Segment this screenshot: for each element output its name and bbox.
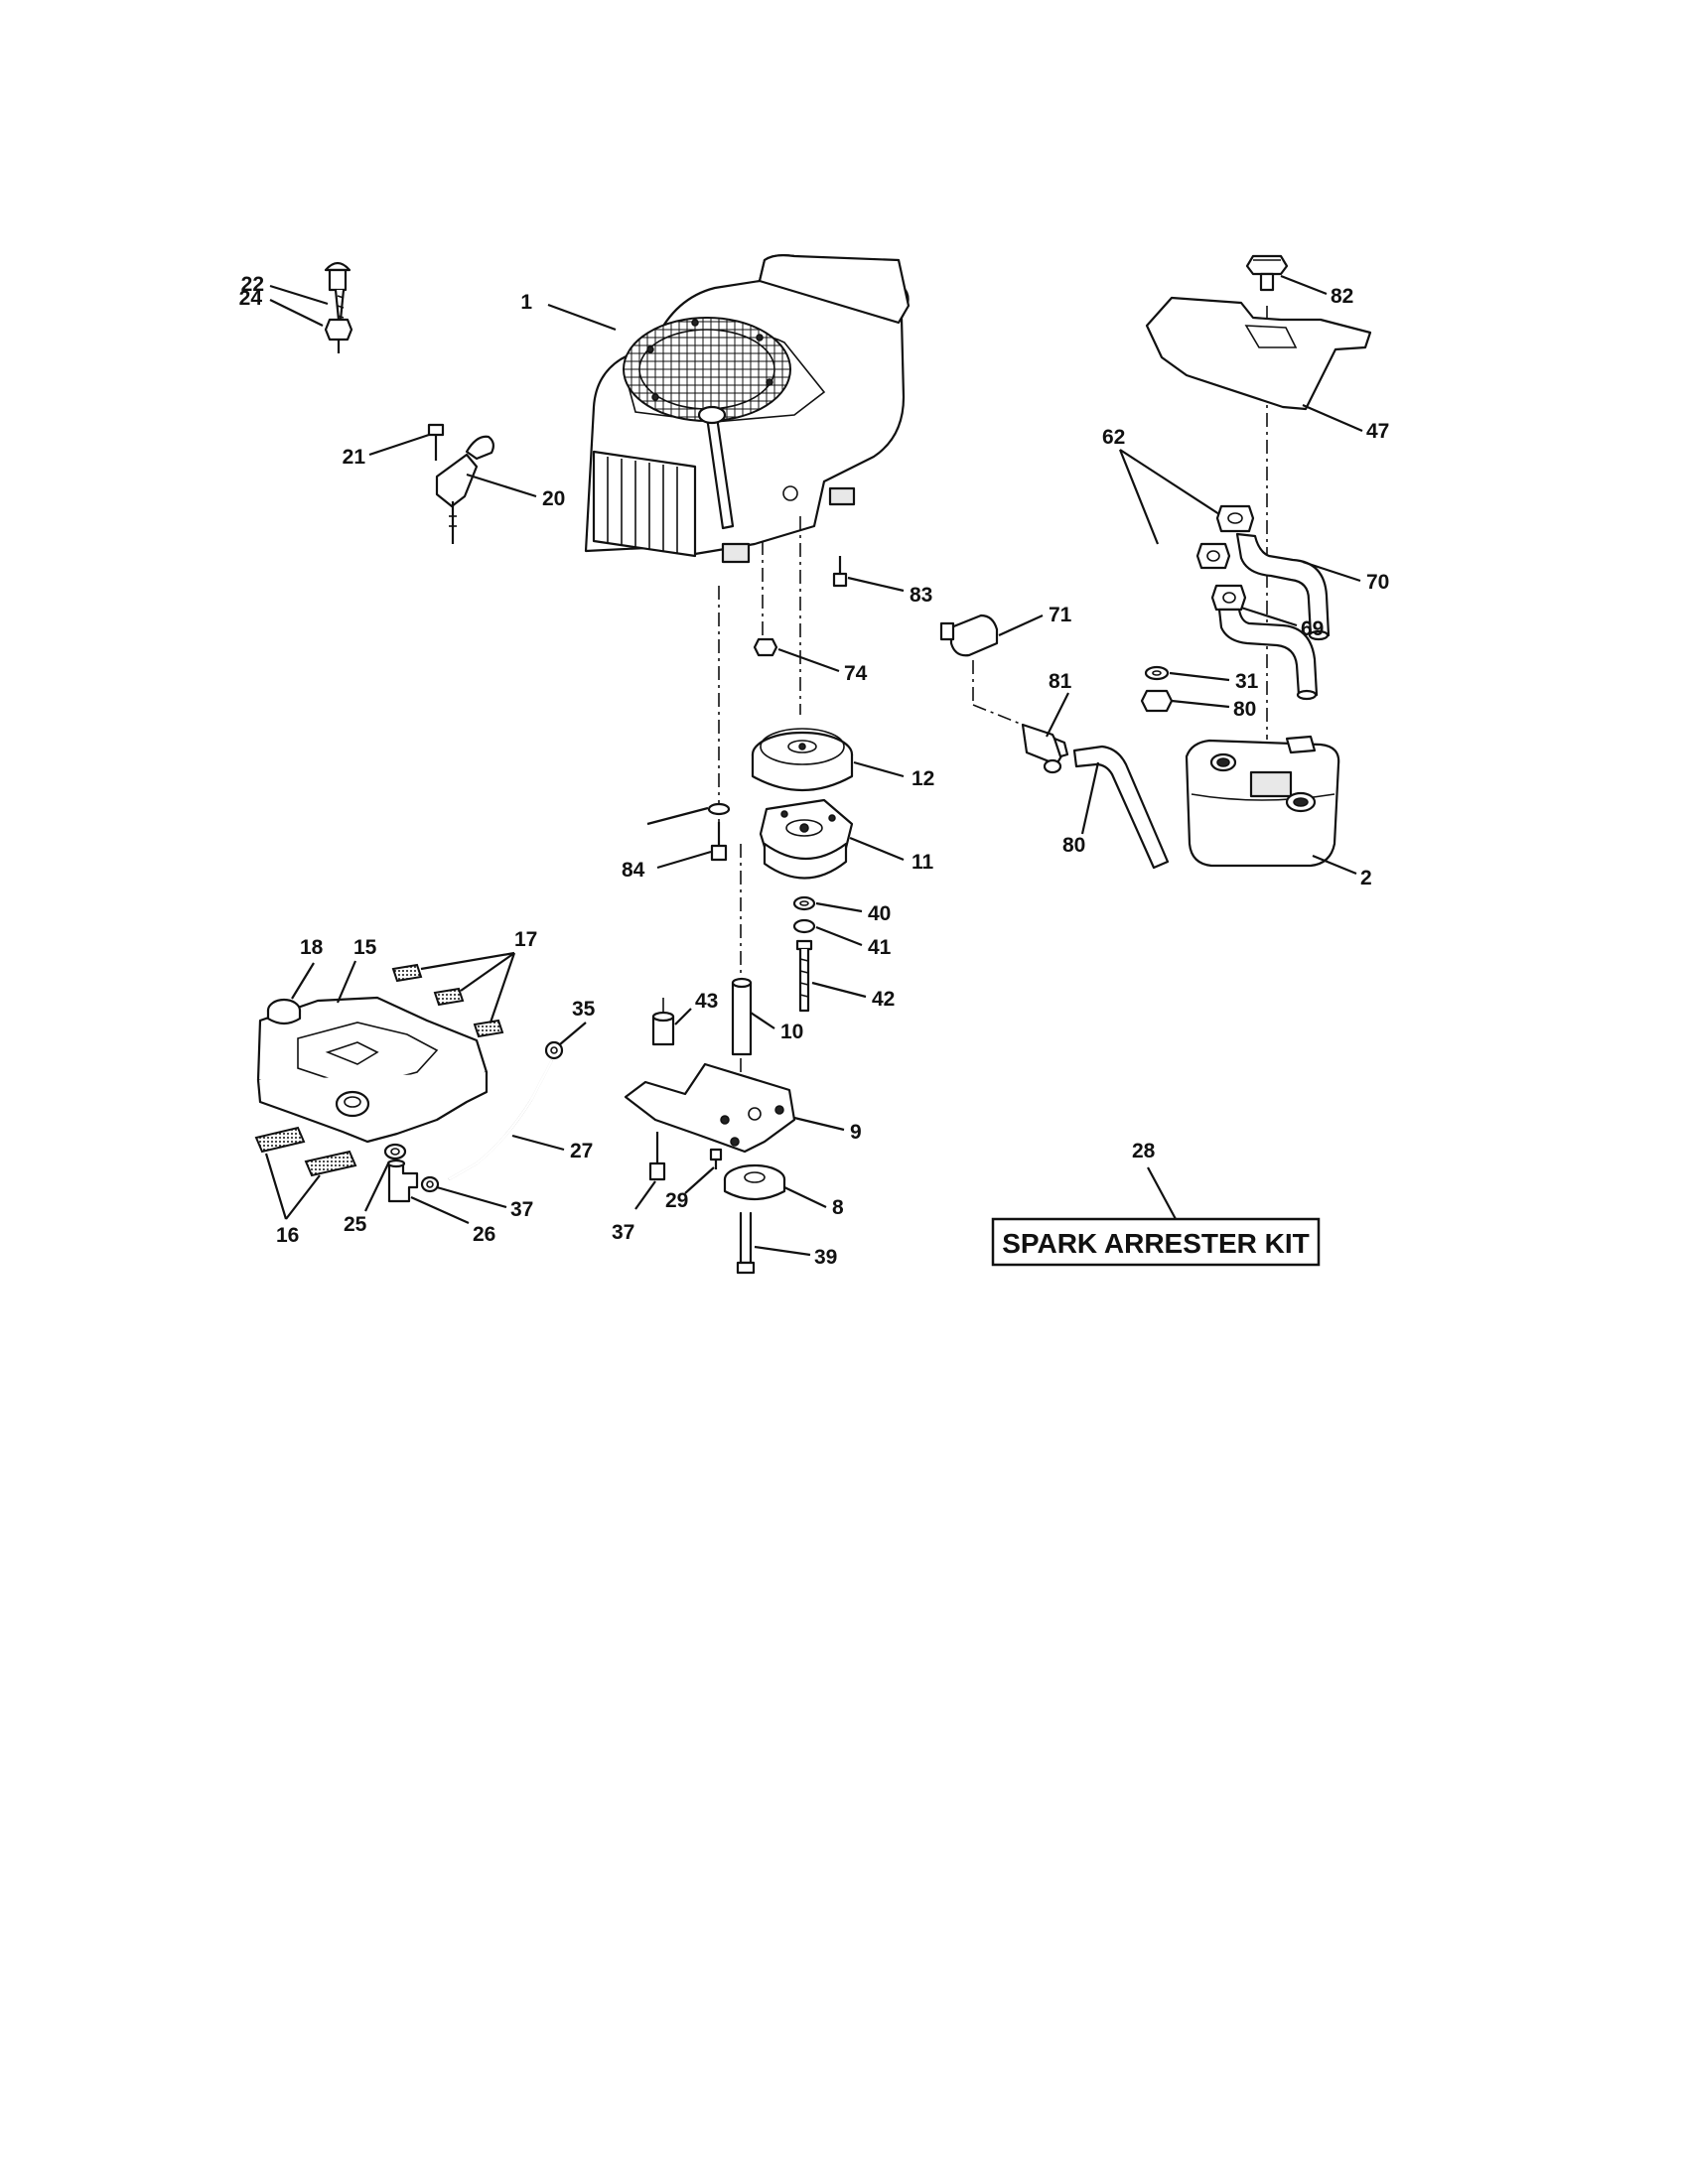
shaft-10-part (731, 977, 753, 1056)
callout-84b: 84 (622, 859, 645, 882)
bolt-40-part (736, 1211, 756, 1275)
callout-21: 21 (343, 446, 366, 469)
callout-69: 62 (1102, 426, 1125, 449)
washer-42-part (792, 918, 816, 934)
fitting-74-part (939, 614, 999, 657)
callout-62: 47 (1366, 420, 1389, 443)
bolt-84-upper-part (832, 556, 848, 588)
callout-22: 22 (241, 273, 264, 296)
nut-80-upper-part (753, 637, 778, 657)
callout-17: 17 (514, 928, 537, 951)
clutch-11-part (759, 798, 854, 880)
nut-83-part (1245, 254, 1289, 292)
callout-70: 69 (1301, 617, 1324, 640)
pad-17-b-part (433, 987, 465, 1007)
heat-shield-62-part (1145, 296, 1372, 411)
engine-part (584, 254, 911, 564)
elbow-27-part (386, 1159, 419, 1203)
screw-21-part (427, 423, 445, 461)
callout-8: 8 (832, 1196, 844, 1219)
callout-27: 26 (473, 1223, 495, 1246)
bracket-9-part (624, 1062, 796, 1154)
exhaust-pipe-71-part (1235, 532, 1331, 641)
pad-17-c-part (473, 1019, 504, 1038)
spark-arrester-kit-label: SPARK ARRESTER KIT (1002, 1228, 1310, 1259)
callout-11: 11 (912, 851, 934, 874)
fuel-line-81-part (1072, 745, 1170, 870)
callout-43: 42 (872, 988, 895, 1011)
callout-42: 41 (868, 936, 892, 959)
bushing-26-part (383, 1143, 407, 1160)
bolt-22-part (324, 261, 351, 332)
bolt-39-part (648, 1132, 666, 1181)
fuel-filter-82-part (1021, 723, 1069, 774)
callout-35: 31 (1235, 670, 1259, 693)
washer-41-part (792, 895, 816, 911)
cylinder-fins (592, 450, 697, 558)
callout-10: 10 (780, 1021, 803, 1043)
spark-arrester-kit-box: SPARK ARRESTER KIT (991, 1217, 1321, 1267)
callout-71: 70 (1366, 571, 1389, 594)
callout-18: 18 (300, 936, 324, 959)
callout-1: 1 (520, 291, 532, 314)
callout-40: 39 (814, 1246, 837, 1269)
nut-25-part (324, 318, 353, 353)
callout-81: 80 (1062, 834, 1085, 857)
screw-31-part (709, 1148, 723, 1169)
callout-37b: 37 (510, 1198, 533, 1221)
gasket-69-part (1195, 504, 1255, 612)
callout-25: 24 (239, 287, 263, 310)
callout-80a: 74 (844, 662, 868, 685)
callout-2: 2 (1360, 867, 1372, 889)
spacer-47-part (651, 1011, 675, 1046)
callout-41: 40 (868, 902, 891, 925)
callout-31: 29 (665, 1189, 688, 1212)
callout-20: 20 (542, 487, 565, 510)
bolt-84-lower-part (710, 822, 728, 862)
callout-74: 71 (1049, 604, 1072, 626)
fuel-cap-18-part (266, 998, 302, 1025)
callout-82: 81 (1049, 670, 1072, 693)
callout-26: 25 (344, 1213, 367, 1236)
pad-16-a-part (254, 1126, 306, 1154)
callout-15: 15 (353, 936, 377, 959)
fuel-line-28-part (448, 1059, 554, 1181)
pad-16-b-part (304, 1150, 357, 1177)
callout-labels: 1 2 8 9 10 11 12 15 16 17 18 20 21 22 24… (239, 273, 1390, 1269)
callout-28: 27 (570, 1140, 593, 1162)
muffler-2-part (1185, 735, 1340, 868)
washer-35-part (1144, 665, 1170, 681)
leader-lines (264, 274, 1363, 1257)
callout-47: 43 (695, 990, 718, 1013)
fuel-tank-15-part (256, 996, 489, 1144)
pulley-12-part (751, 728, 854, 791)
switch-20-part (435, 435, 495, 544)
callout-83: 82 (1331, 285, 1353, 308)
pulley-8-part (723, 1163, 786, 1201)
callout-37a: 35 (572, 998, 596, 1021)
callout-80b: 80 (1233, 698, 1256, 721)
nut-80-lower-part (1140, 689, 1174, 713)
clamp-37-lower-part (420, 1175, 440, 1193)
callout-9: 9 (850, 1121, 862, 1144)
bolt-43-part (795, 939, 813, 1013)
exhaust-pipe-70-part (1217, 608, 1319, 701)
pad-17-a-part (391, 963, 423, 983)
callout-12: 12 (912, 767, 934, 790)
clamp-37-upper-part (544, 1040, 564, 1060)
callout-84a: 83 (910, 584, 932, 607)
callout-29: 28 (1132, 1140, 1156, 1162)
callout-39: 37 (612, 1221, 634, 1244)
washer-24-part (707, 802, 731, 816)
callout-16: 16 (276, 1224, 299, 1247)
